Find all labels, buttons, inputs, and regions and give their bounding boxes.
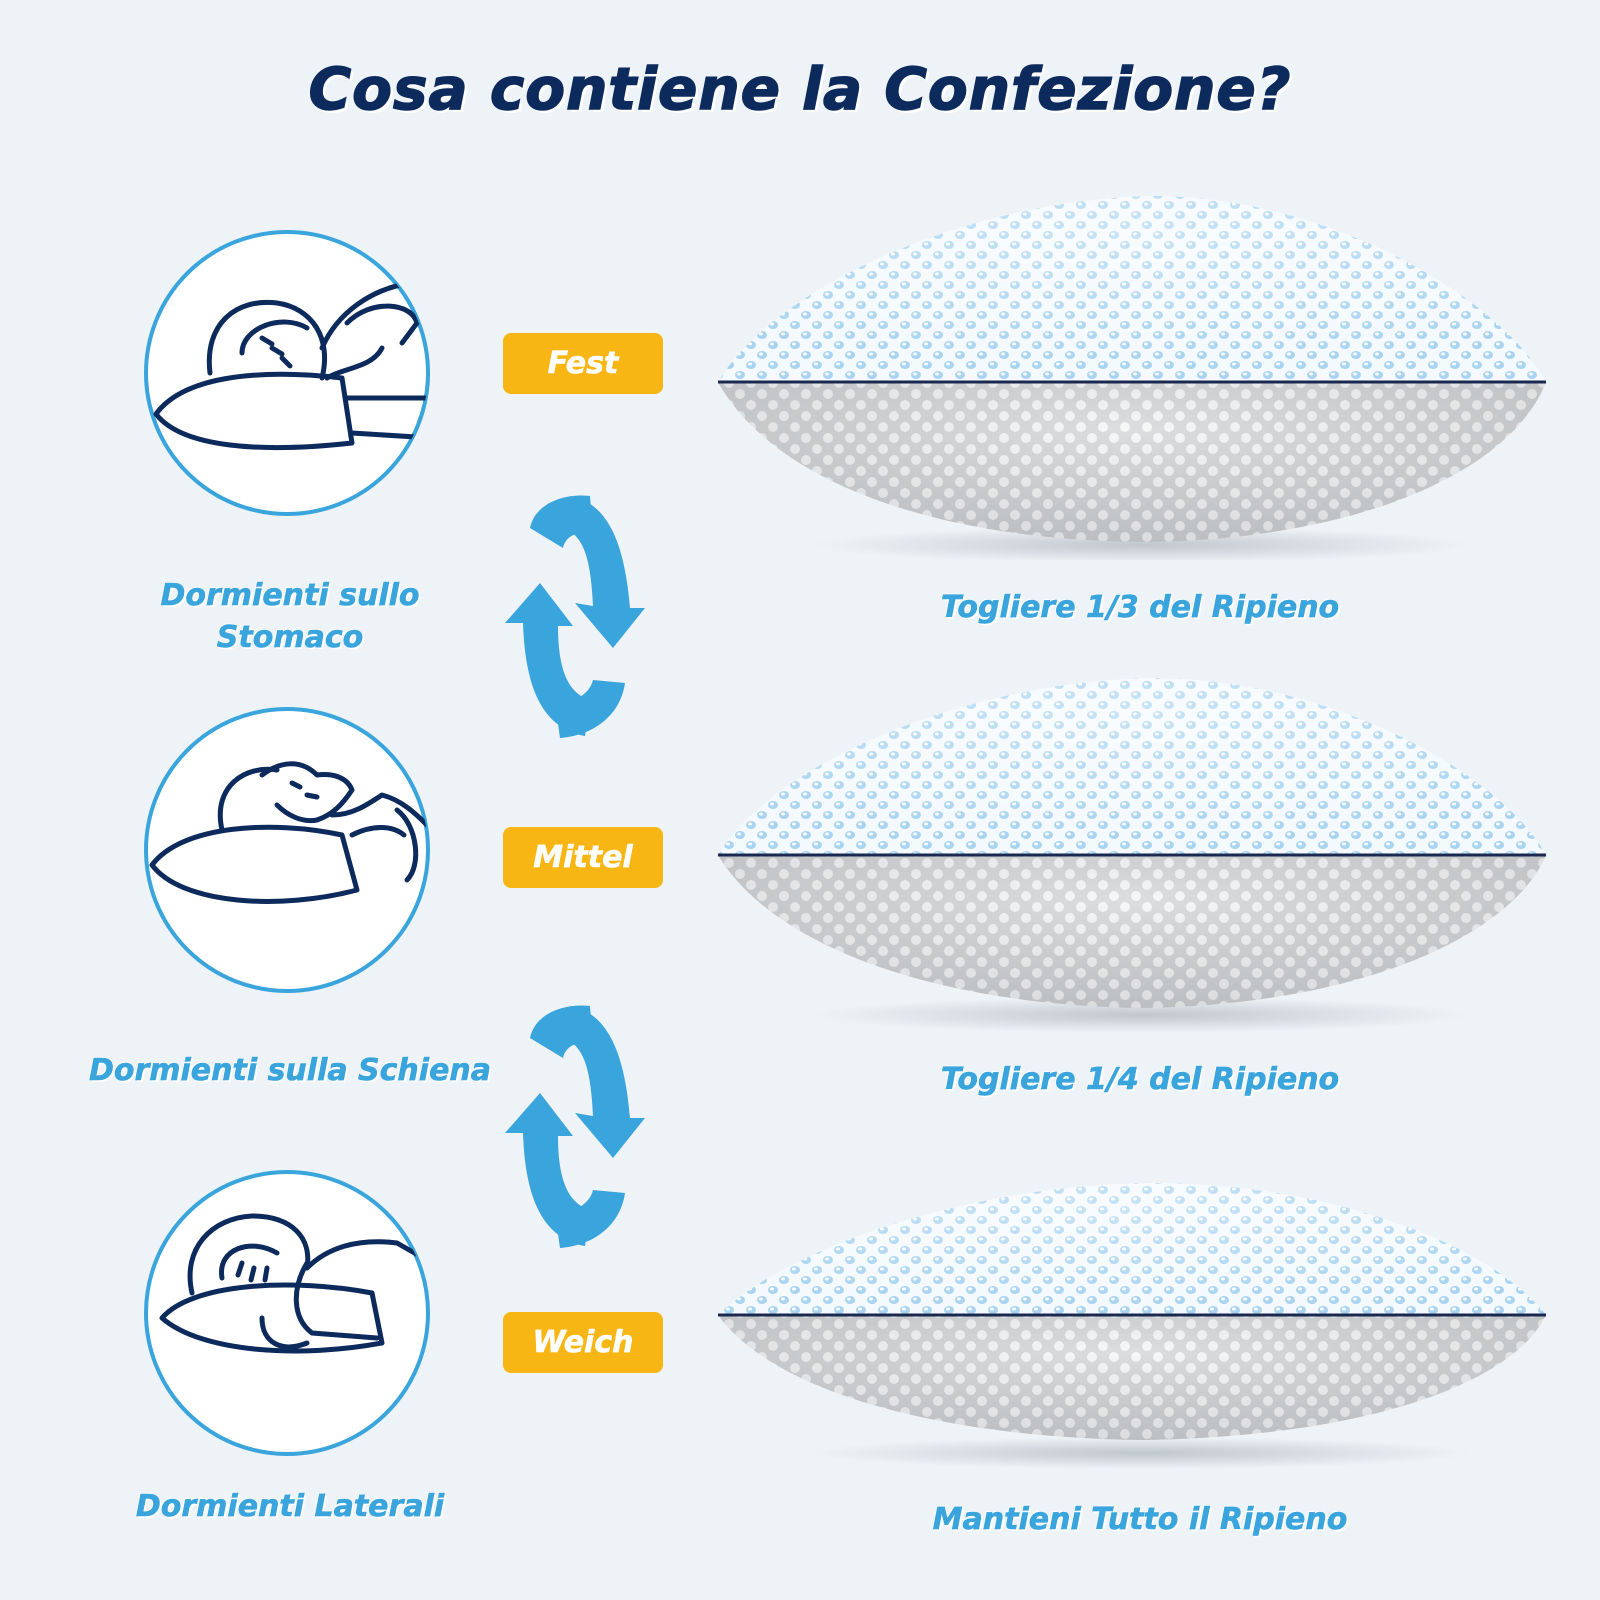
sleeper-label-stomach: Dormienti sullo Stomaco xyxy=(120,575,460,659)
page-title: Cosa contiene la Confezione? xyxy=(308,54,1292,124)
stomach-sleeper-icon xyxy=(144,230,430,516)
instruction-label-firm: Togliere 1/3 del Ripieno xyxy=(940,590,1340,626)
instruction-label-medium: Togliere 1/4 del Ripieno xyxy=(940,1062,1340,1098)
side-sleeper-icon xyxy=(144,1170,430,1456)
pillow-image-medium xyxy=(718,678,1546,1033)
sleeper-label-line1: Dormienti sullo xyxy=(160,578,420,614)
firmness-badge-weich: Weich xyxy=(503,1312,663,1373)
firmness-badge-mittel: Mittel xyxy=(503,827,663,888)
firmness-badge-fest: Fest xyxy=(503,333,663,394)
refresh-cycle-icon xyxy=(505,495,645,738)
back-sleeper-icon xyxy=(144,707,430,993)
instruction-label-soft: Mantieni Tutto il Ripieno xyxy=(932,1502,1348,1538)
pillow-image-soft xyxy=(718,1183,1546,1469)
sleeper-label-line1: Dormienti sulla Schiena xyxy=(88,1053,492,1089)
sleeper-label-side: Dormienti Laterali xyxy=(100,1486,480,1528)
sleeper-label-line2: Stomaco xyxy=(216,620,364,656)
refresh-cycle-icon xyxy=(505,1005,645,1248)
sleeper-label-line1: Dormienti Laterali xyxy=(135,1489,445,1525)
pillow-image-firm xyxy=(718,196,1546,560)
sleeper-label-back: Dormienti sulla Schiena xyxy=(70,1050,510,1092)
